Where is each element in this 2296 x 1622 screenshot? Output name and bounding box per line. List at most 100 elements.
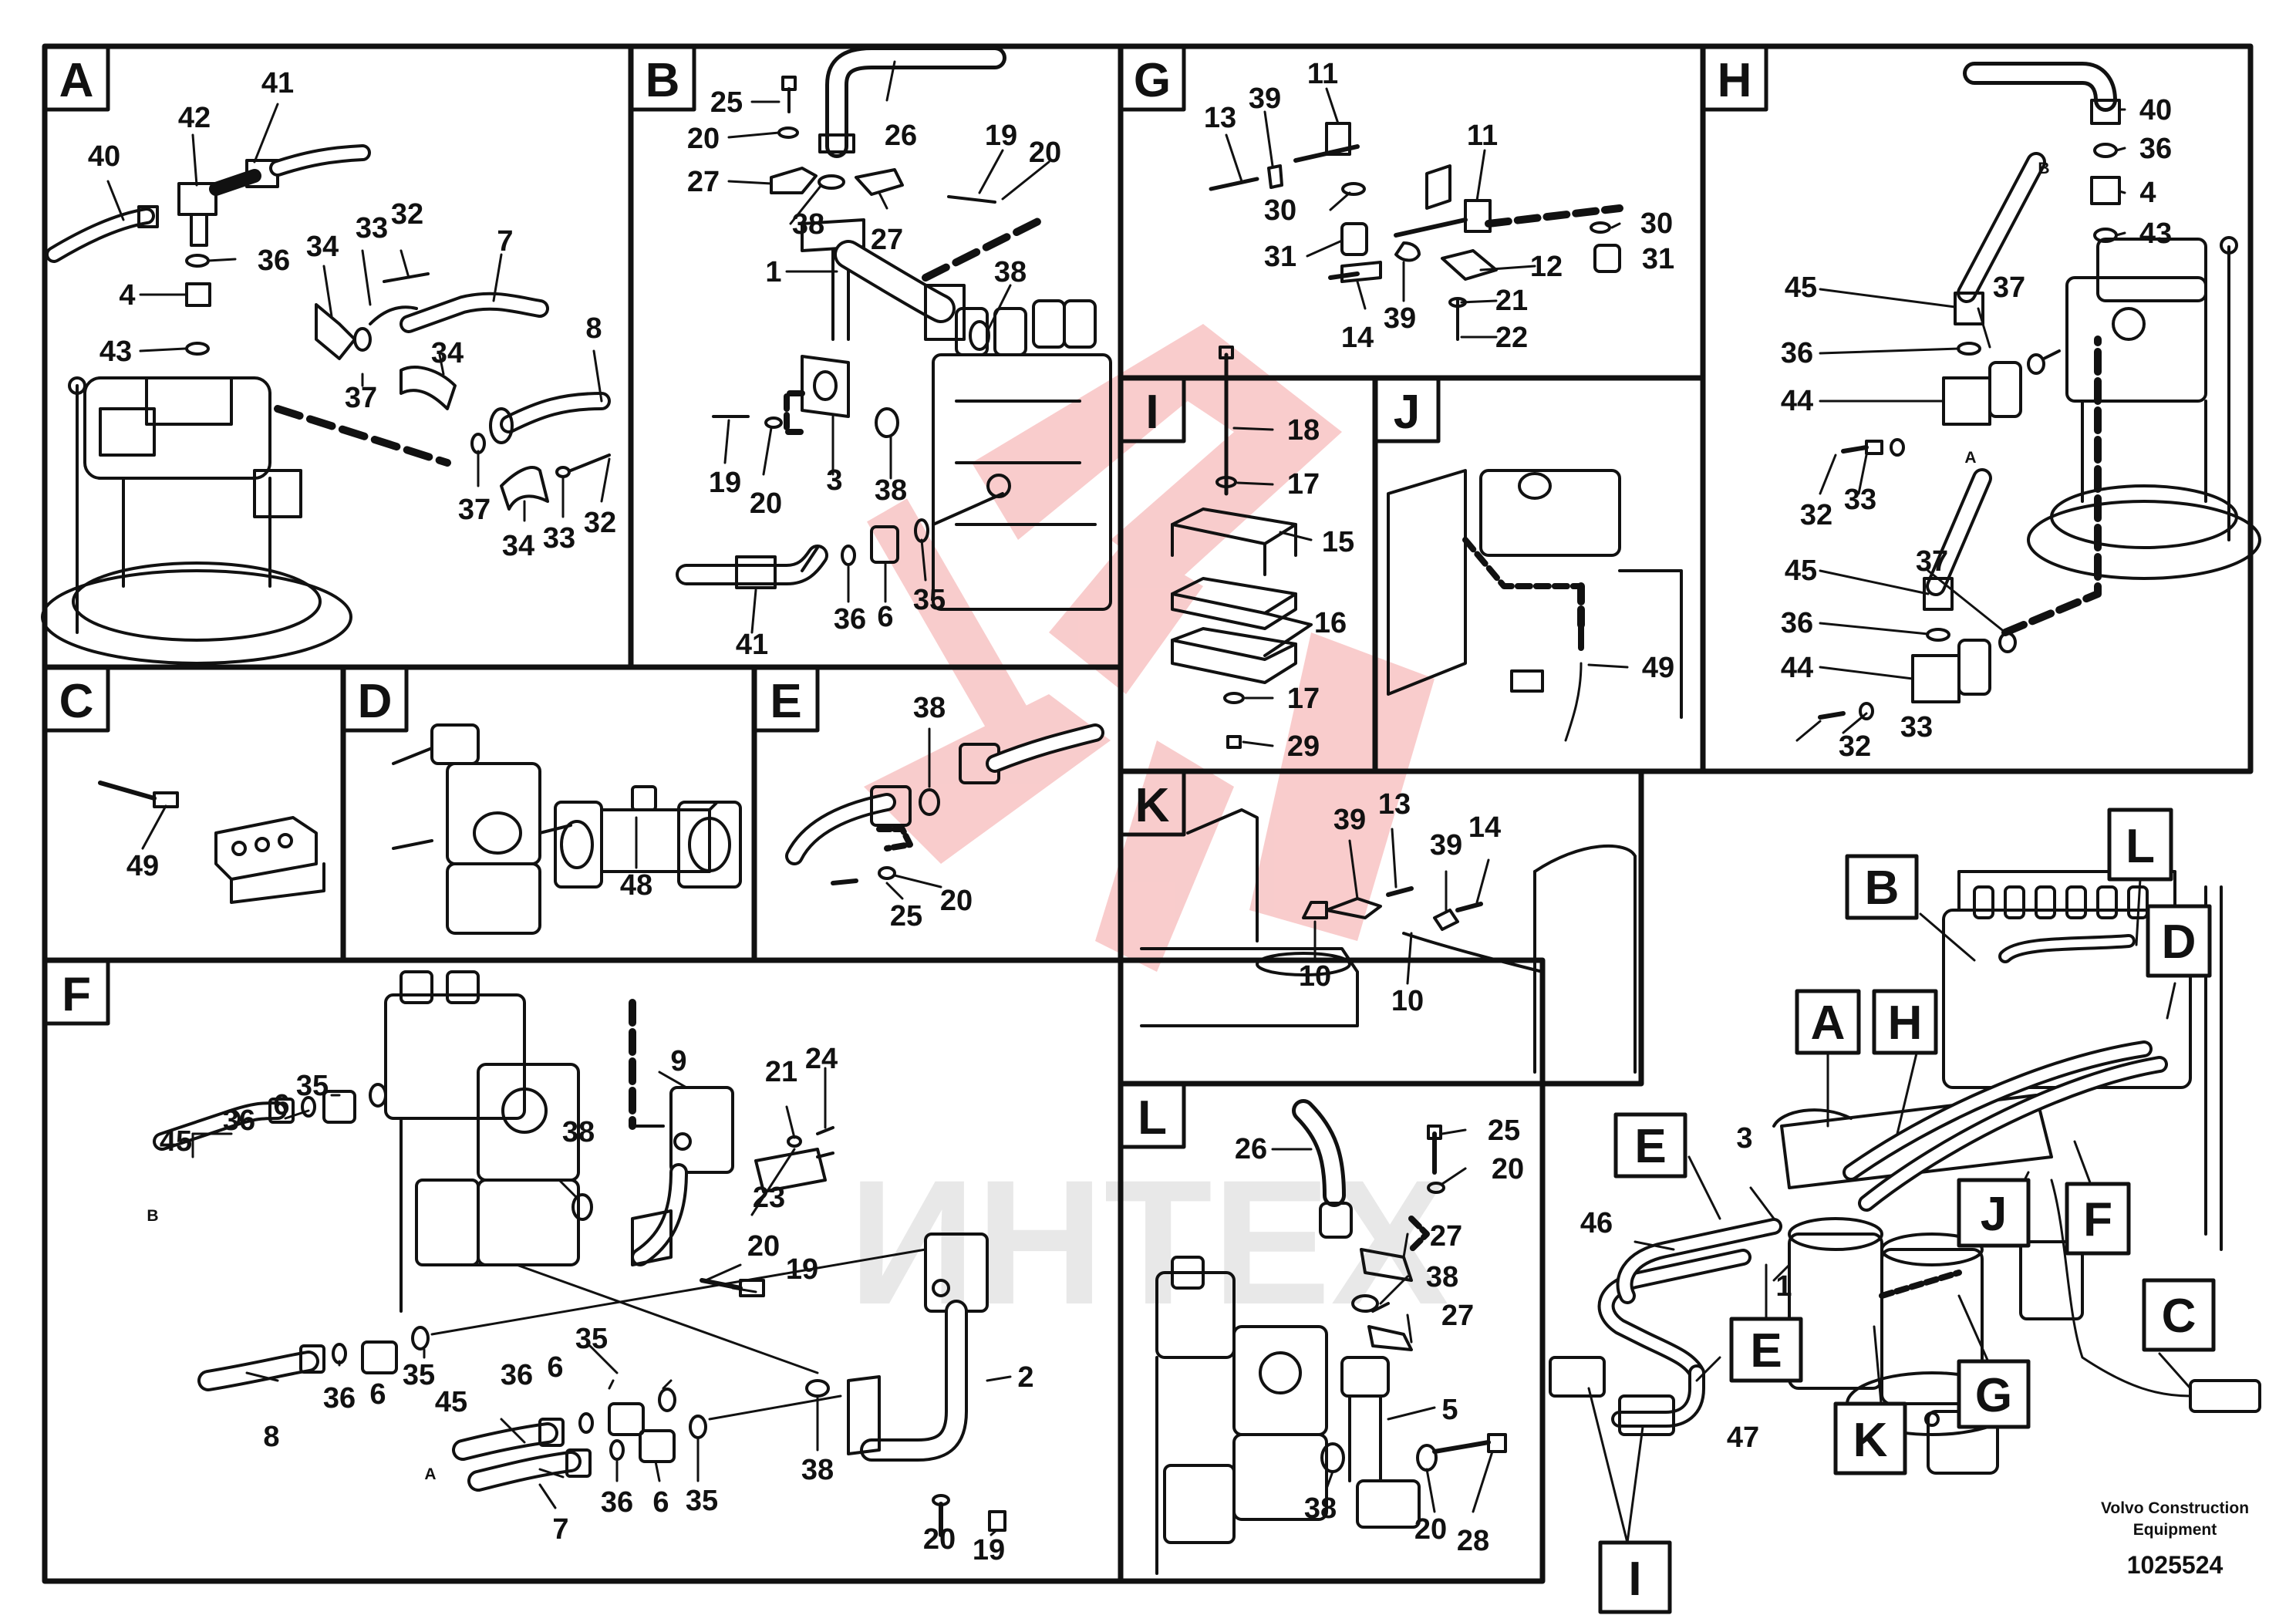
part-label: 21 [1495, 285, 1528, 317]
part-label: 36 [1781, 607, 1813, 639]
part-label: 36 [223, 1104, 255, 1137]
part-label: 25 [890, 900, 922, 932]
part-label: 29 [1287, 730, 1320, 763]
panel-c-drawing [98, 781, 325, 904]
panel-i-drawing [1171, 346, 1313, 749]
panel-a-drawing [41, 144, 611, 665]
part-label: 43 [2139, 218, 2172, 250]
part-label: 25 [1488, 1114, 1520, 1147]
part-label: 41 [736, 629, 768, 661]
part-label: 24 [805, 1043, 838, 1075]
part-label: 6 [547, 1351, 563, 1384]
part-label: 27 [687, 166, 720, 198]
part-label: 34 [306, 231, 339, 263]
part-label: 40 [2139, 94, 2172, 126]
part-label: 36 [1781, 337, 1813, 369]
hose-end-label: A [1964, 449, 1976, 467]
overview-callout-f: F [2083, 1193, 2112, 1246]
part-label: 15 [1322, 526, 1354, 558]
part-label: 33 [356, 212, 388, 244]
part-label: 13 [1378, 788, 1411, 821]
part-label: 26 [1235, 1133, 1267, 1165]
part-label: 10 [1299, 960, 1331, 993]
part-label: 26 [885, 120, 917, 152]
part-label: 6 [369, 1378, 386, 1411]
part-label: 27 [871, 224, 903, 256]
part-label: 42 [178, 102, 211, 134]
part-label: 43 [99, 336, 132, 368]
part-label: 4 [119, 279, 135, 312]
panel-l-drawing [1155, 1099, 1507, 1575]
part-labels: 41 42 40 36 4 43 34 33 32 7 37 34 8 37 3… [88, 58, 2172, 1566]
panel-letter-f: F [62, 968, 91, 1021]
part-label: 30 [1640, 207, 1673, 240]
part-label: 9 [670, 1045, 686, 1077]
overview-callout-g: G [1975, 1369, 2012, 1422]
overview-callout-e: E [1634, 1120, 1666, 1173]
part-label: 17 [1287, 683, 1320, 715]
part-label: 6 [877, 601, 893, 633]
part-label: 48 [620, 869, 652, 902]
part-label: 32 [584, 507, 616, 539]
part-label: 18 [1287, 414, 1320, 447]
footer: Volvo Construction Equipment 1025524 [2101, 1499, 2249, 1579]
part-label: 3 [1736, 1122, 1752, 1155]
overview-callout-k: K [1853, 1414, 1888, 1467]
panel-letter-e: E [770, 675, 801, 728]
part-label: 20 [750, 487, 782, 520]
part-label: 33 [543, 522, 575, 555]
part-label: 49 [1642, 652, 1674, 684]
part-label: 32 [1839, 730, 1871, 763]
part-label: 49 [126, 850, 159, 882]
panel-letter-a: A [59, 54, 94, 107]
panel-letters: A B G H I J C D E K F L [59, 54, 1752, 1145]
part-label: 20 [1492, 1153, 1524, 1185]
part-label: 7 [497, 225, 513, 258]
part-label: 47 [1727, 1421, 1759, 1454]
part-label: 30 [1264, 194, 1296, 227]
part-label: 22 [1495, 322, 1528, 354]
leader-lines [106, 60, 2192, 1544]
part-label: 45 [160, 1125, 192, 1158]
part-label: 17 [1287, 468, 1320, 501]
part-label: 7 [552, 1513, 568, 1546]
part-label: 13 [1204, 102, 1236, 134]
part-label: 6 [652, 1486, 669, 1519]
part-label: 3 [826, 464, 842, 497]
part-label: 20 [747, 1230, 780, 1263]
part-label: 28 [1457, 1525, 1489, 1557]
panel-letter-l: L [1138, 1091, 1167, 1145]
part-label: 20 [687, 123, 720, 155]
part-label: 38 [1304, 1492, 1337, 1525]
part-label: 38 [562, 1116, 595, 1148]
part-label: 35 [403, 1359, 435, 1391]
part-label: 19 [786, 1253, 818, 1286]
part-label: 36 [258, 244, 290, 277]
part-label: 14 [1468, 811, 1501, 844]
part-label: 38 [994, 256, 1027, 288]
part-label: 39 [1430, 829, 1462, 862]
part-label: 11 [1467, 120, 1498, 152]
part-label: 6 [273, 1089, 289, 1121]
hose-end-label: B [147, 1207, 158, 1225]
part-label: 44 [1781, 385, 1813, 417]
part-label: 12 [1530, 251, 1563, 283]
part-label: 8 [263, 1421, 279, 1453]
company-name-line2: Equipment [2133, 1521, 2217, 1539]
part-label: 20 [940, 885, 973, 917]
part-label: 1 [765, 256, 781, 288]
hose-end-label: B [2038, 160, 2049, 177]
panel-e-drawing [785, 723, 1104, 885]
part-label: 45 [1785, 271, 1817, 304]
overview-callout-c: C [2162, 1290, 2197, 1343]
part-label: 38 [875, 474, 907, 507]
part-label: 32 [391, 198, 423, 231]
part-label: 4 [2139, 177, 2156, 209]
part-label: 23 [753, 1182, 785, 1214]
part-label: 37 [345, 382, 377, 414]
panel-d-drawing [392, 723, 742, 935]
panel-letter-b: B [646, 54, 680, 107]
part-label: 46 [1580, 1207, 1613, 1239]
part-label: 38 [792, 208, 824, 241]
